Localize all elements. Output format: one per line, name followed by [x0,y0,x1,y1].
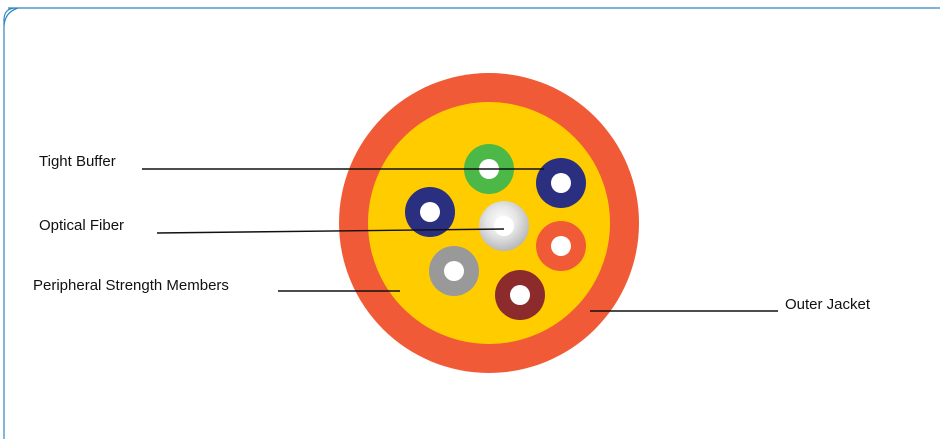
label-peripheral-strength-members: Peripheral Strength Members [33,277,229,294]
tight-buffer-navy-left [405,187,455,237]
label-tight-buffer: Tight Buffer [39,153,116,170]
tight-buffer-maroon [495,270,545,320]
label-optical-fiber: Optical Fiber [39,217,125,234]
leader-line-optical-fiber [156,228,505,234]
label-outer-jacket: Outer Jacket [785,296,871,313]
tight-buffer-navy-right [536,158,586,208]
tight-buffer-red [536,221,586,271]
tight-buffer-gray [429,246,479,296]
tight-buffer-silver-center [479,201,529,251]
